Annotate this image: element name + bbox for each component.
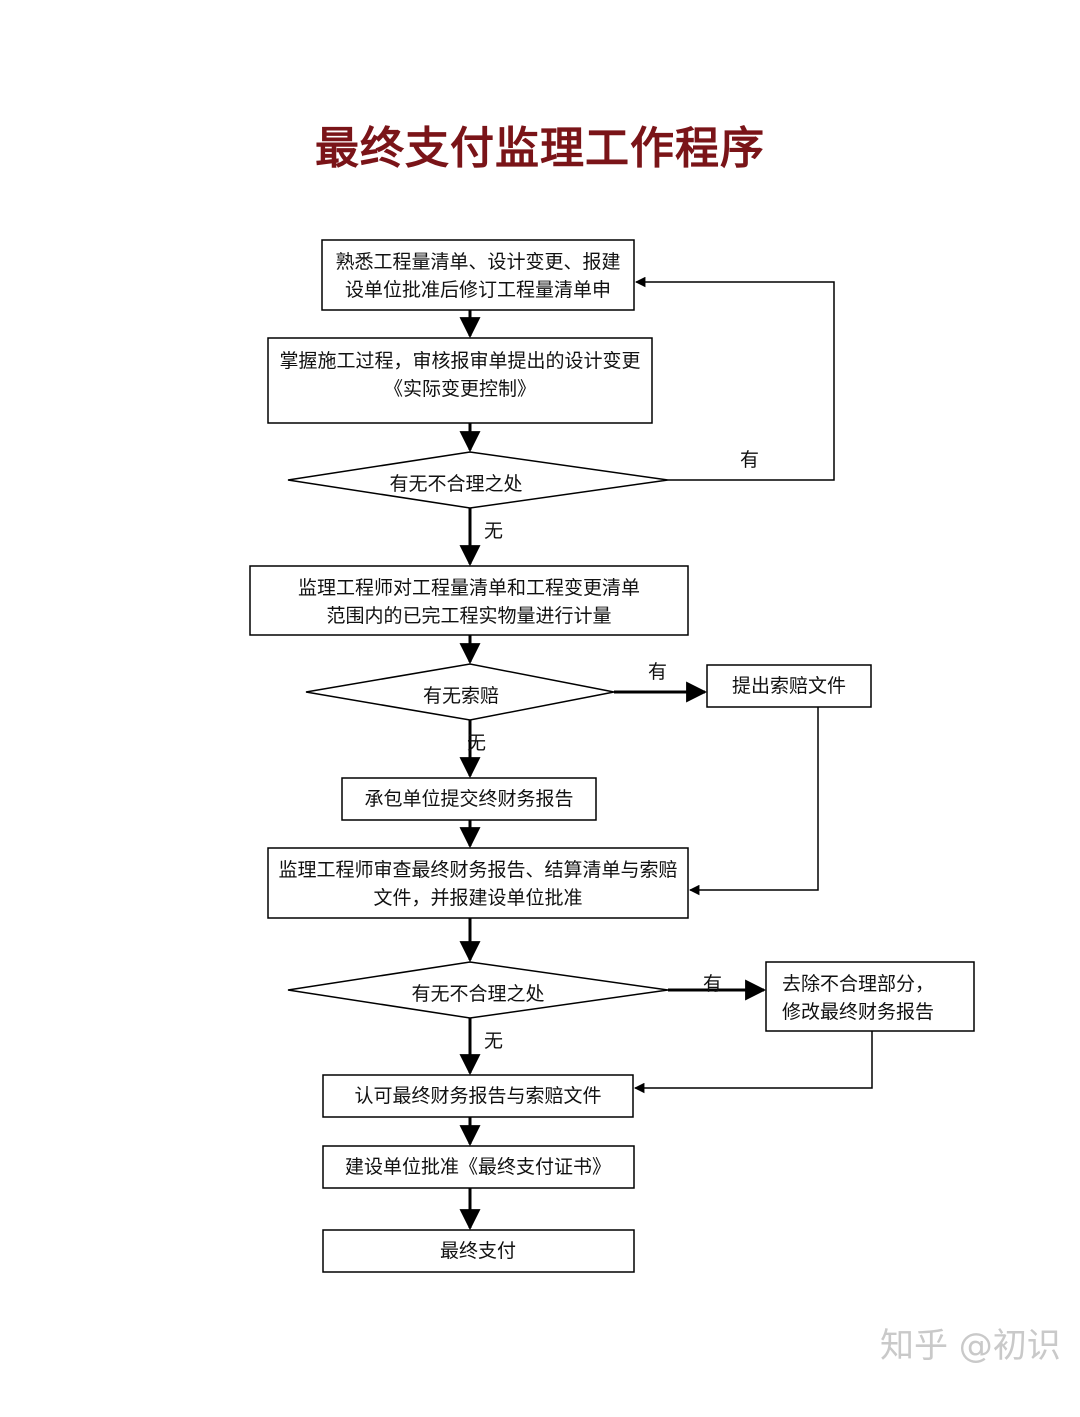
node-measure-quantities-line-2: 范围内的已完工程实物量进行计量 — [326, 605, 611, 627]
node-engineer-review: 监理工程师审查最终财务报告、结算清单与索赔 文件，并报建设单位批准 — [267, 847, 689, 919]
edge-label-no-2: 无 — [467, 732, 486, 754]
edge-claims-from-submit-claims — [688, 707, 819, 896]
node-approve-report-label: 认可最终财务报告与索赔文件 — [354, 1085, 601, 1107]
node-owner-approval: 建设单位批准《最终支付证书》 — [322, 1145, 635, 1189]
node-owner-approval-label: 建设单位批准《最终支付证书》 — [345, 1156, 611, 1178]
edge-label-yes-2: 有 — [648, 661, 667, 683]
node-review-docs-line-1: 熟悉工程量清单、设计变更、报建 — [335, 251, 620, 273]
decision-unreasonable-2: 有无不合理之处 — [287, 961, 669, 1019]
edge-decision-1-yes-loop — [634, 276, 835, 481]
node-review-docs-line-2: 设单位批准后修订工程量清单申 — [345, 279, 611, 301]
decision-unreasonable-2-label: 有无不合理之处 — [411, 983, 544, 1005]
node-submit-final-report: 承包单位提交终财务报告 — [341, 777, 597, 821]
node-remove-unreasonable-line-2: 修改最终财务报告 — [782, 1001, 934, 1023]
decision-claims-label: 有无索赔 — [423, 685, 499, 707]
node-remove-unreasonable: 去除不合理部分， 修改最终财务报告 — [765, 961, 975, 1032]
node-control-changes-line-1: 掌握施工过程，审核报审单提出的设计变更 — [279, 350, 640, 372]
node-measure-quantities: 监理工程师对工程量清单和工程变更清单 范围内的已完工程实物量进行计量 — [249, 565, 689, 636]
edge-label-no-3: 无 — [484, 1030, 503, 1052]
diagram-title: 最终支付监理工作程序 — [315, 123, 765, 174]
watermark: 知乎 @初识 — [880, 1326, 1061, 1366]
node-final-payment: 最终支付 — [322, 1229, 635, 1273]
node-submit-claims-label: 提出索赔文件 — [732, 675, 846, 697]
node-approve-report: 认可最终财务报告与索赔文件 — [322, 1074, 634, 1118]
edge-label-yes-3: 有 — [703, 973, 722, 995]
node-engineer-review-line-2: 文件，并报建设单位批准 — [373, 887, 582, 909]
edge-remove-to-approve — [633, 1031, 873, 1094]
node-measure-quantities-line-1: 监理工程师对工程量清单和工程变更清单 — [298, 577, 640, 599]
node-final-payment-label: 最终支付 — [440, 1240, 516, 1262]
node-control-changes-line-2: 《实际变更控制》 — [384, 378, 536, 400]
node-engineer-review-line-1: 监理工程师审查最终财务报告、结算清单与索赔 — [278, 859, 677, 881]
decision-unreasonable-1-label: 有无不合理之处 — [389, 473, 522, 495]
edge-label-yes-1: 有 — [740, 449, 759, 471]
node-control-changes: 掌握施工过程，审核报审单提出的设计变更 《实际变更控制》 — [267, 337, 653, 424]
node-submit-claims: 提出索赔文件 — [706, 664, 872, 708]
node-review-docs: 熟悉工程量清单、设计变更、报建 设单位批准后修订工程量清单申 — [321, 239, 635, 311]
node-submit-final-report-label: 承包单位提交终财务报告 — [364, 788, 573, 810]
edge-label-no-1: 无 — [484, 520, 503, 542]
decision-unreasonable-1: 有无不合理之处 — [287, 451, 669, 509]
node-remove-unreasonable-line-1: 去除不合理部分， — [782, 973, 934, 995]
decision-claims: 有无索赔 — [305, 663, 615, 721]
